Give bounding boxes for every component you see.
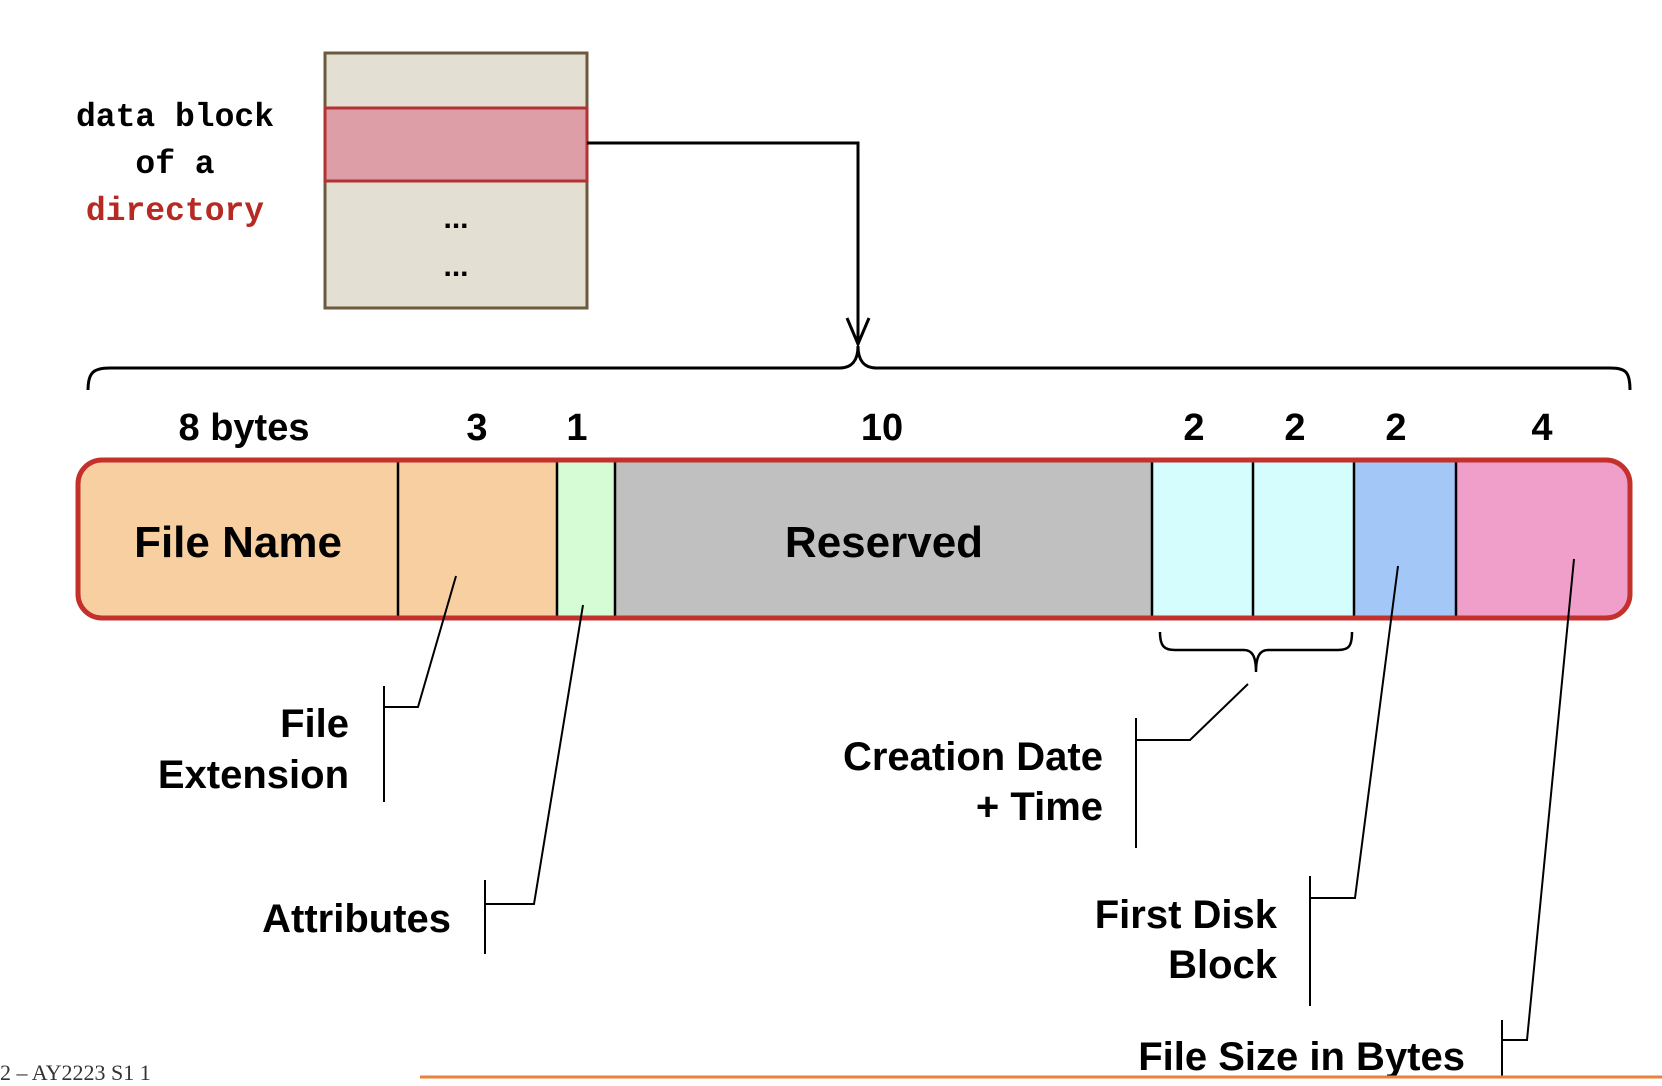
leader-attributes — [485, 604, 584, 905]
callout-first-disk-block-line-2: Block — [1168, 943, 1278, 987]
field-file-name — [78, 460, 398, 618]
size-creation-date: 2 — [1183, 407, 1204, 449]
data-block-label: data block of a directory — [76, 99, 274, 230]
field-label-reserved: Reserved — [785, 518, 983, 567]
size-creation-time: 2 — [1284, 407, 1305, 449]
field-label-file-name: File Name — [134, 518, 342, 567]
creation-brace — [1158, 631, 1354, 673]
field-first-disk-block — [1354, 460, 1456, 618]
field-creation-time — [1253, 460, 1354, 618]
size-file-name: 8 bytes — [179, 407, 310, 449]
leader-first-disk-block — [1310, 565, 1399, 899]
size-attributes: 1 — [566, 407, 587, 449]
size-file-size: 4 — [1531, 407, 1552, 449]
label-line-3-directory: directory — [86, 193, 264, 230]
directory-data-block: ... ... — [323, 51, 589, 310]
leader-file-size — [1502, 558, 1575, 1041]
leader-file-extension — [384, 575, 457, 708]
leader-creation — [1136, 683, 1249, 741]
field-file-size — [1456, 460, 1630, 618]
label-line-2: of a — [135, 146, 214, 183]
footer-text: 2 – AY2223 S1 1 — [0, 1060, 151, 1085]
field-attributes — [557, 460, 615, 618]
directory-entry-highlight — [323, 106, 589, 183]
callout-labels: File Extension Attributes Creation Date … — [158, 702, 1465, 1079]
callout-file-extension-line-2: Extension — [158, 753, 349, 797]
size-file-extension: 3 — [466, 407, 487, 449]
ellipsis-1: ... — [443, 202, 468, 235]
field-reserved — [615, 460, 1152, 618]
directory-entry-bar — [78, 460, 1630, 618]
callout-first-disk-block-line-1: First Disk — [1095, 893, 1278, 937]
callout-file-size: File Size in Bytes — [1138, 1035, 1465, 1079]
field-file-extension — [398, 460, 557, 618]
callout-creation-line-1: Creation Date — [843, 735, 1103, 779]
field-dividers — [396, 460, 1458, 618]
ellipsis-2: ... — [443, 250, 468, 283]
callout-leaders — [383, 558, 1575, 1078]
callout-creation-line-2: + Time — [976, 785, 1103, 829]
entry-bar-outline — [75, 457, 1633, 621]
size-reserved: 10 — [861, 407, 903, 449]
expand-arrow — [587, 141, 871, 348]
callout-file-extension-line-1: File — [280, 702, 349, 746]
callout-attributes: Attributes — [262, 897, 451, 941]
top-brace — [86, 345, 1632, 391]
byte-size-labels: 8 bytes 3 1 10 2 2 2 4 — [179, 407, 1553, 449]
size-first-disk-block: 2 — [1385, 407, 1406, 449]
field-creation-date — [1152, 460, 1253, 618]
label-line-1: data block — [76, 99, 274, 136]
